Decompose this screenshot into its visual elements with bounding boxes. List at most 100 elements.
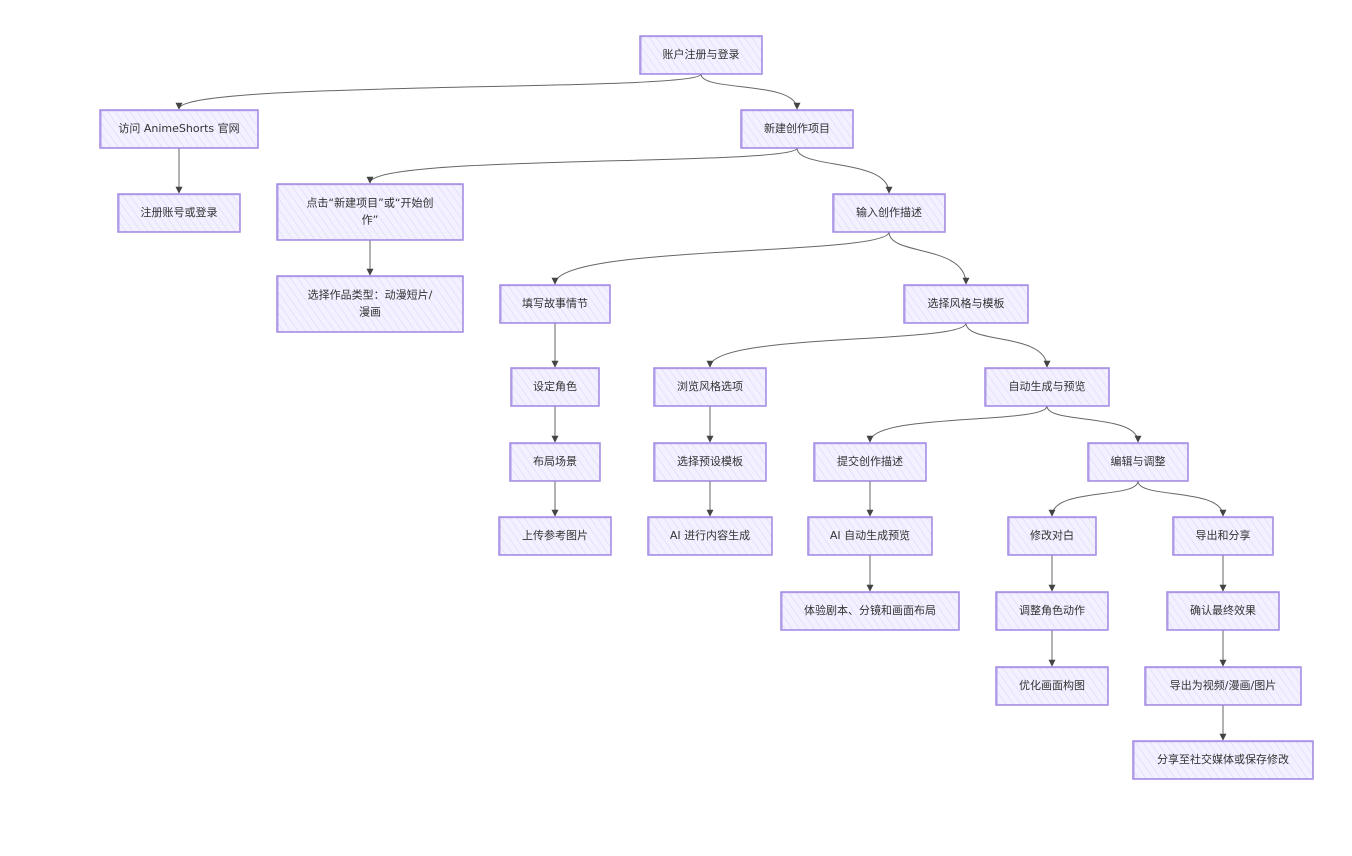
flow-node-n12: 自动生成与预览 (984, 367, 1110, 407)
node-label: 分享至社交媒体或保存修改 (1157, 752, 1289, 766)
edge-n3-n5 (366, 147, 798, 184)
node-label: 导出为视频/漫画/图片 (1170, 678, 1276, 692)
flow-node-n9: 选择风格与模板 (903, 284, 1029, 324)
node-box (832, 193, 946, 233)
node-box-sketch-stroke (277, 184, 463, 240)
flow-node-n24: 确认最终效果 (1166, 591, 1280, 631)
node-label: AI 自动生成预览 (830, 528, 910, 542)
node-box (995, 591, 1109, 631)
flow-node-n1: 账户注册与登录 (639, 35, 763, 75)
flow-node-n11: 浏览风格选项 (653, 367, 767, 407)
node-box (1087, 442, 1189, 482)
node-box (984, 367, 1110, 407)
flow-node-n7: 选择作品类型：动漫短片/漫画 (276, 275, 464, 333)
node-label: 修改对白 (1030, 528, 1074, 542)
flow-node-n15: 提交创作描述 (813, 442, 927, 482)
node-label: 注册账号或登录 (141, 205, 218, 219)
node-box (1172, 516, 1274, 556)
flow-node-n23: 调整角色动作 (995, 591, 1109, 631)
node-box-sketch-stroke (1167, 592, 1279, 630)
node-label: 自动生成与预览 (1009, 379, 1086, 393)
node-box-sketch-stroke (904, 285, 1028, 323)
flow-node-n4: 注册账号或登录 (117, 193, 241, 233)
node-box-sketch-stroke (1133, 741, 1313, 779)
node-label: 作” (362, 214, 379, 227)
node-box (780, 591, 960, 631)
node-box-sketch-stroke (996, 592, 1108, 630)
edges-layer (175, 73, 1227, 741)
node-box-sketch-stroke (499, 517, 611, 555)
node-label: 浏览风格选项 (677, 379, 743, 393)
node-box (510, 367, 600, 407)
node-box (276, 275, 464, 333)
node-label: 调整角色动作 (1019, 603, 1085, 617)
node-box (653, 442, 767, 482)
node-label: 上传参考图片 (522, 528, 588, 542)
flow-node-n26: 导出为视频/漫画/图片 (1144, 666, 1302, 706)
node-box (639, 35, 763, 75)
node-box (499, 284, 611, 324)
edge-n16-n20 (1048, 480, 1139, 517)
node-label: 优化画面构图 (1019, 678, 1085, 692)
node-label: 选择作品类型：动漫短片/ (308, 288, 433, 302)
flow-node-n25: 优化画面构图 (995, 666, 1109, 706)
node-box (813, 442, 927, 482)
node-box (117, 193, 241, 233)
flow-node-n17: 上传参考图片 (498, 516, 612, 556)
edge-n16-n21 (1137, 480, 1227, 517)
node-box (276, 183, 464, 241)
flow-node-n3: 新建创作项目 (740, 109, 854, 149)
node-box (807, 516, 933, 556)
node-box-sketch-stroke (996, 667, 1108, 705)
node-box-sketch-stroke (648, 517, 772, 555)
flow-node-n8: 填写故事情节 (499, 284, 611, 324)
node-box (1144, 666, 1302, 706)
node-box-sketch-stroke (510, 443, 600, 481)
node-label: 漫画 (359, 305, 381, 319)
flow-node-n18: AI 进行内容生成 (647, 516, 773, 556)
node-box (498, 516, 612, 556)
node-box-sketch-stroke (741, 110, 853, 148)
node-box-sketch-stroke (500, 285, 610, 323)
edge-n6-n9 (888, 231, 970, 285)
edge-n9-n11 (706, 322, 967, 368)
node-box (647, 516, 773, 556)
node-box (653, 367, 767, 407)
flow-node-n2: 访问 AnimeShorts 官网 (99, 109, 259, 149)
node-box-sketch-stroke (1145, 667, 1301, 705)
node-label: AI 进行内容生成 (670, 528, 750, 542)
node-box-sketch-stroke (1173, 517, 1273, 555)
node-label: 选择预设模板 (677, 454, 743, 468)
flow-node-n19: AI 自动生成预览 (807, 516, 933, 556)
node-box-sketch-stroke (985, 368, 1109, 406)
node-box-sketch-stroke (654, 443, 766, 481)
node-box-sketch-stroke (808, 517, 932, 555)
node-label: 访问 AnimeShorts 官网 (118, 121, 239, 135)
node-box-sketch-stroke (277, 276, 463, 332)
node-box-sketch-stroke (511, 368, 599, 406)
node-box (1132, 740, 1314, 780)
node-box-sketch-stroke (833, 194, 945, 232)
node-label: 设定角色 (533, 379, 577, 393)
flow-node-n20: 修改对白 (1007, 516, 1097, 556)
flow-node-n14: 选择预设模板 (653, 442, 767, 482)
flow-node-n27: 分享至社交媒体或保存修改 (1132, 740, 1314, 780)
flow-node-n10: 设定角色 (510, 367, 600, 407)
node-box (1166, 591, 1280, 631)
flow-node-n6: 输入创作描述 (832, 193, 946, 233)
node-label: 提交创作描述 (837, 454, 903, 468)
node-box-sketch-stroke (781, 592, 959, 630)
node-box (99, 109, 259, 149)
node-label: 确认最终效果 (1190, 603, 1256, 617)
node-box (995, 666, 1109, 706)
node-box-sketch-stroke (1008, 517, 1096, 555)
node-label: 编辑与调整 (1111, 454, 1166, 468)
flow-node-n13: 布局场景 (509, 442, 601, 482)
node-box-sketch-stroke (654, 368, 766, 406)
node-box-sketch-stroke (100, 110, 258, 148)
node-label: 账户注册与登录 (663, 47, 740, 61)
node-box-sketch-stroke (118, 194, 240, 232)
